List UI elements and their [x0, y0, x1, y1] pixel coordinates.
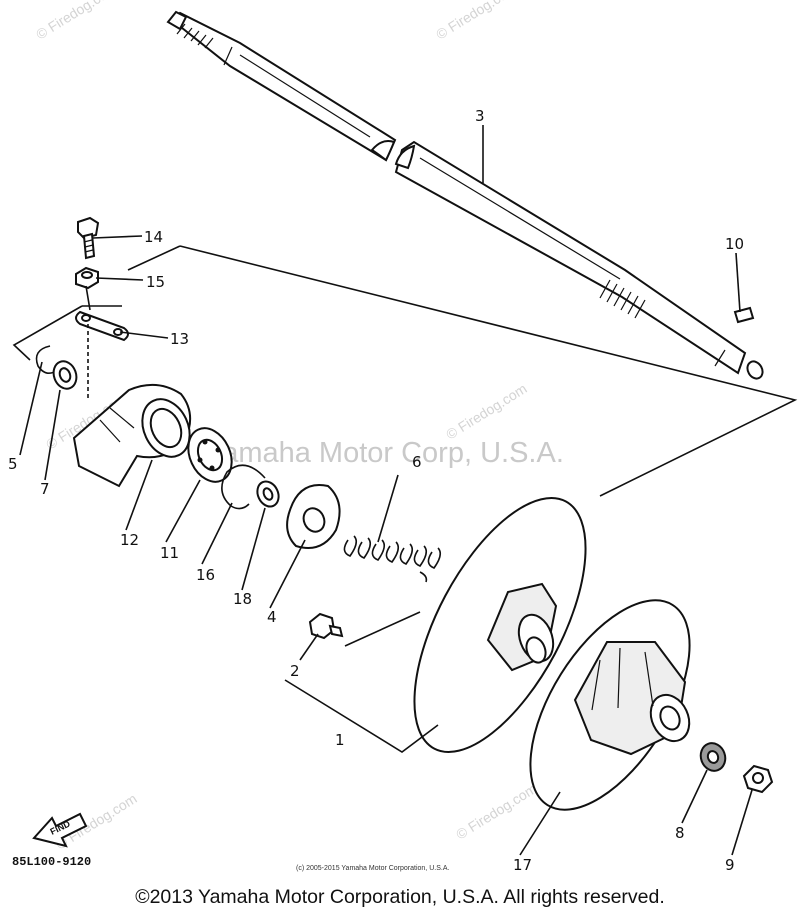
callout-3: 3 [475, 107, 485, 125]
watermark-firedog: © Firedog.com [453, 780, 540, 842]
bearing [187, 427, 233, 483]
callout-15: 15 [146, 273, 165, 291]
callout-14: 14 [144, 228, 163, 246]
callout-16: 16 [196, 566, 215, 584]
callout-9: 9 [725, 856, 735, 874]
callout-11: 11 [160, 544, 179, 562]
callout-5: 5 [8, 455, 18, 473]
spring [343, 535, 442, 583]
callout-13: 13 [170, 330, 189, 348]
watermark-firedog: © Firedog.com [33, 0, 120, 43]
watermark-yamaha: Yamaha Motor Corp, U.S.A. [205, 437, 564, 469]
callout-1: 1 [335, 731, 345, 749]
callout-18: 18 [233, 590, 252, 608]
callout-2: 2 [290, 662, 300, 680]
callout-8: 8 [675, 824, 685, 842]
callout-17: 17 [513, 856, 532, 874]
adjuster-nut [308, 612, 344, 640]
callout-6: 6 [412, 453, 422, 471]
bushing [256, 480, 280, 508]
small-copyright: (c) 2005-2015 Yamaha Motor Corporation, … [296, 865, 449, 872]
watermark-firedog: © Firedog.com [433, 0, 520, 43]
callout-4: 4 [267, 608, 277, 626]
callout-12: 12 [120, 531, 139, 549]
reference-lines [12, 245, 798, 753]
main-shaft [166, 10, 764, 380]
callout-numbers: 3 10 14 15 13 5 7 12 11 16 18 4 6 2 1 17… [8, 107, 744, 874]
callout-10: 10 [725, 235, 744, 253]
leader-lines [19, 125, 753, 856]
nut [742, 764, 774, 794]
fixed-sheave [413, 497, 587, 753]
callout-7: 7 [40, 480, 50, 498]
watermark-firedog: © Firedog.com [443, 380, 530, 442]
washer [699, 742, 727, 772]
spring-seat [286, 484, 341, 549]
find-arrow-icon: FIND [32, 812, 88, 848]
copyright: ©2013 Yamaha Motor Corporation, U.S.A. A… [135, 886, 665, 908]
bearing-housing-bracket [35, 216, 192, 488]
circlip [221, 464, 266, 510]
movable-sheave [529, 599, 691, 811]
part-number: 85L100-9120 [12, 855, 91, 869]
woodruff-key [733, 306, 755, 324]
